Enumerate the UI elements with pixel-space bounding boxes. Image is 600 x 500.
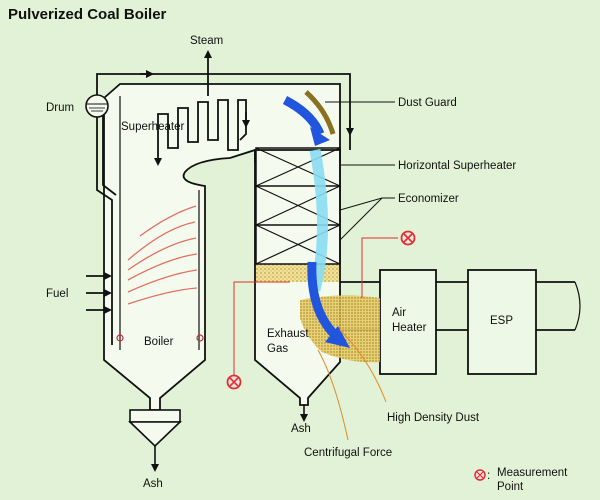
drum-label: Drum	[46, 102, 74, 114]
ash-label-middle: Ash	[291, 423, 311, 435]
legend-measurement-icon	[474, 469, 486, 481]
economizer-label: Economizer	[398, 193, 459, 205]
dust-guard-label: Dust Guard	[398, 97, 457, 109]
flame-lines	[127, 205, 198, 305]
superheater-label: Superheater	[121, 121, 184, 133]
centrifugal-force-label: Centrifugal Force	[304, 447, 392, 459]
measurement-point-label-line1: Measurement	[497, 467, 568, 479]
esp-label: ESP	[490, 315, 513, 327]
legend-colon: :	[487, 470, 490, 482]
burner-marker-left	[116, 334, 124, 342]
measurement-leader-lines	[233, 237, 398, 378]
dust-layer	[256, 264, 339, 282]
air-heater-label-line2: Heater	[392, 322, 427, 334]
burner-marker-right	[196, 334, 204, 342]
horizontal-superheater-label: Horizontal Superheater	[398, 160, 516, 172]
fuel-inlet-arrows	[86, 272, 112, 314]
measurement-point-icon	[226, 374, 242, 390]
steam-label: Steam	[190, 35, 223, 47]
fuel-label: Fuel	[46, 288, 68, 300]
measurement-point-label-line2: Point	[497, 481, 524, 493]
air-heater-label-line1: Air	[392, 307, 406, 319]
high-density-dust-label: High Density Dust	[387, 412, 480, 424]
ash-label-left: Ash	[143, 478, 163, 490]
boiler-label: Boiler	[144, 336, 174, 348]
exhaust-gas-label-line1: Exhaust	[267, 328, 309, 340]
superheater-tubes	[154, 99, 354, 166]
boiler-furnace	[103, 83, 341, 411]
measurement-point-icon	[400, 230, 416, 246]
gas-flow-arrow	[282, 96, 350, 348]
dust-guard	[304, 90, 336, 135]
steam-circuit	[96, 50, 351, 345]
esp-unit	[467, 269, 537, 375]
orange-leader-lines	[317, 329, 387, 441]
exhaust-gas-label-line2: Gas	[267, 343, 288, 355]
drum-vessel	[85, 94, 109, 118]
diagram-title: Pulverized Coal Boiler	[8, 6, 167, 23]
leader-lines	[325, 101, 395, 241]
ash-hopper-left	[128, 409, 182, 472]
